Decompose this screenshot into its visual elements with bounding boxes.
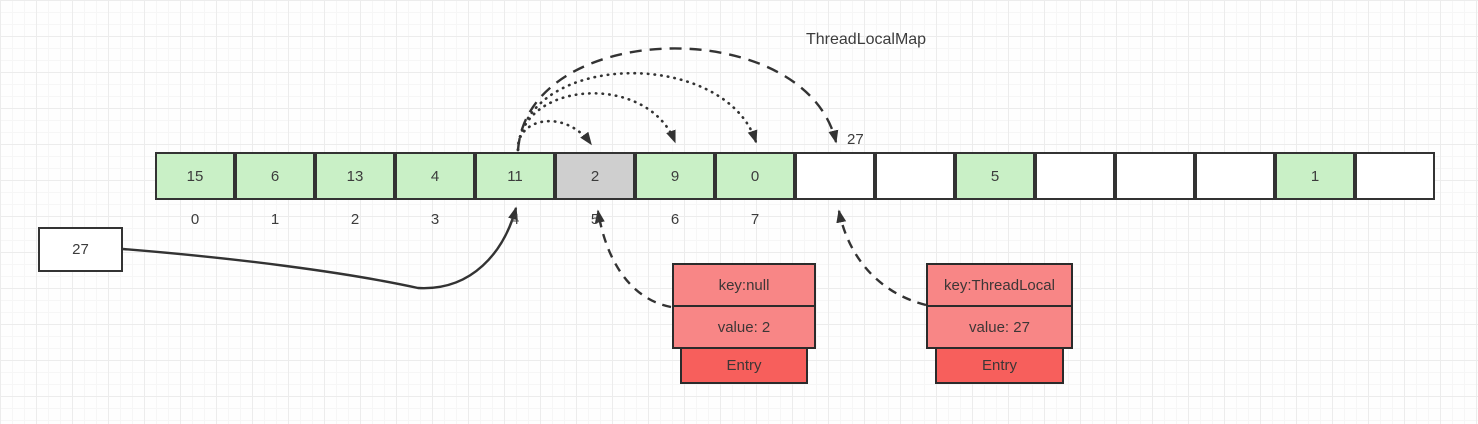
entry-new-value: value: 27 <box>928 305 1071 347</box>
dotted-probe-arc-to-slot5-icon <box>516 119 593 152</box>
hash-value: 27 <box>72 241 89 258</box>
entry-new-kv-box: key:ThreadLocal value: 27 <box>926 263 1073 349</box>
array-cell-10: 5 <box>955 152 1035 200</box>
new-entry-to-slot8-arrow-icon <box>836 209 927 307</box>
entry-stale: key:null value: 2 Entry <box>672 263 816 384</box>
entry-stale-key: key:null <box>718 276 770 294</box>
entry-stale-kv-box: key:null value: 2 <box>672 263 816 349</box>
stale-entry-to-slot5-arrow-icon <box>594 209 672 309</box>
slot8-pointer-label: 27 <box>847 131 864 148</box>
array-cell-8 <box>795 152 875 200</box>
index-label-0: 0 <box>190 211 200 228</box>
index-label-3: 3 <box>430 211 440 228</box>
array-cell-5: 2 <box>555 152 635 200</box>
array-cell-1: 6 <box>235 152 315 200</box>
dotted-probe-arc-to-slot7-icon <box>516 71 758 152</box>
dashed-probe-arc-to-slot8-icon <box>516 47 839 151</box>
index-label-1: 1 <box>270 211 280 228</box>
index-label-4: 4 <box>510 211 520 228</box>
array-cell-15 <box>1355 152 1435 200</box>
hash-to-slot4-arrow-icon <box>122 206 518 290</box>
index-label-2: 2 <box>350 211 360 228</box>
array-cell-13 <box>1195 152 1275 200</box>
index-label-6: 6 <box>670 211 680 228</box>
index-label-5: 5 <box>590 211 600 228</box>
entry-new-key: key:ThreadLocal <box>944 276 1055 294</box>
array-cell-0: 15 <box>155 152 235 200</box>
array-cell-11 <box>1035 152 1115 200</box>
array-cell-2: 13 <box>315 152 395 200</box>
array-cell-6: 9 <box>635 152 715 200</box>
array-cell-4: 11 <box>475 152 555 200</box>
entry-stale-value: value: 2 <box>674 305 814 347</box>
array-cell-3: 4 <box>395 152 475 200</box>
entry-new: key:ThreadLocal value: 27 Entry <box>926 263 1073 384</box>
array-cell-9 <box>875 152 955 200</box>
entry-new-label: Entry <box>935 349 1064 384</box>
array-cell-12 <box>1115 152 1195 200</box>
entry-stale-label: Entry <box>680 349 808 384</box>
array-cell-14: 1 <box>1275 152 1355 200</box>
diagram-title: ThreadLocalMap <box>806 31 927 48</box>
hash-value-box: 27 <box>38 227 123 272</box>
array-cell-7: 0 <box>715 152 795 200</box>
index-label-7: 7 <box>750 211 760 228</box>
